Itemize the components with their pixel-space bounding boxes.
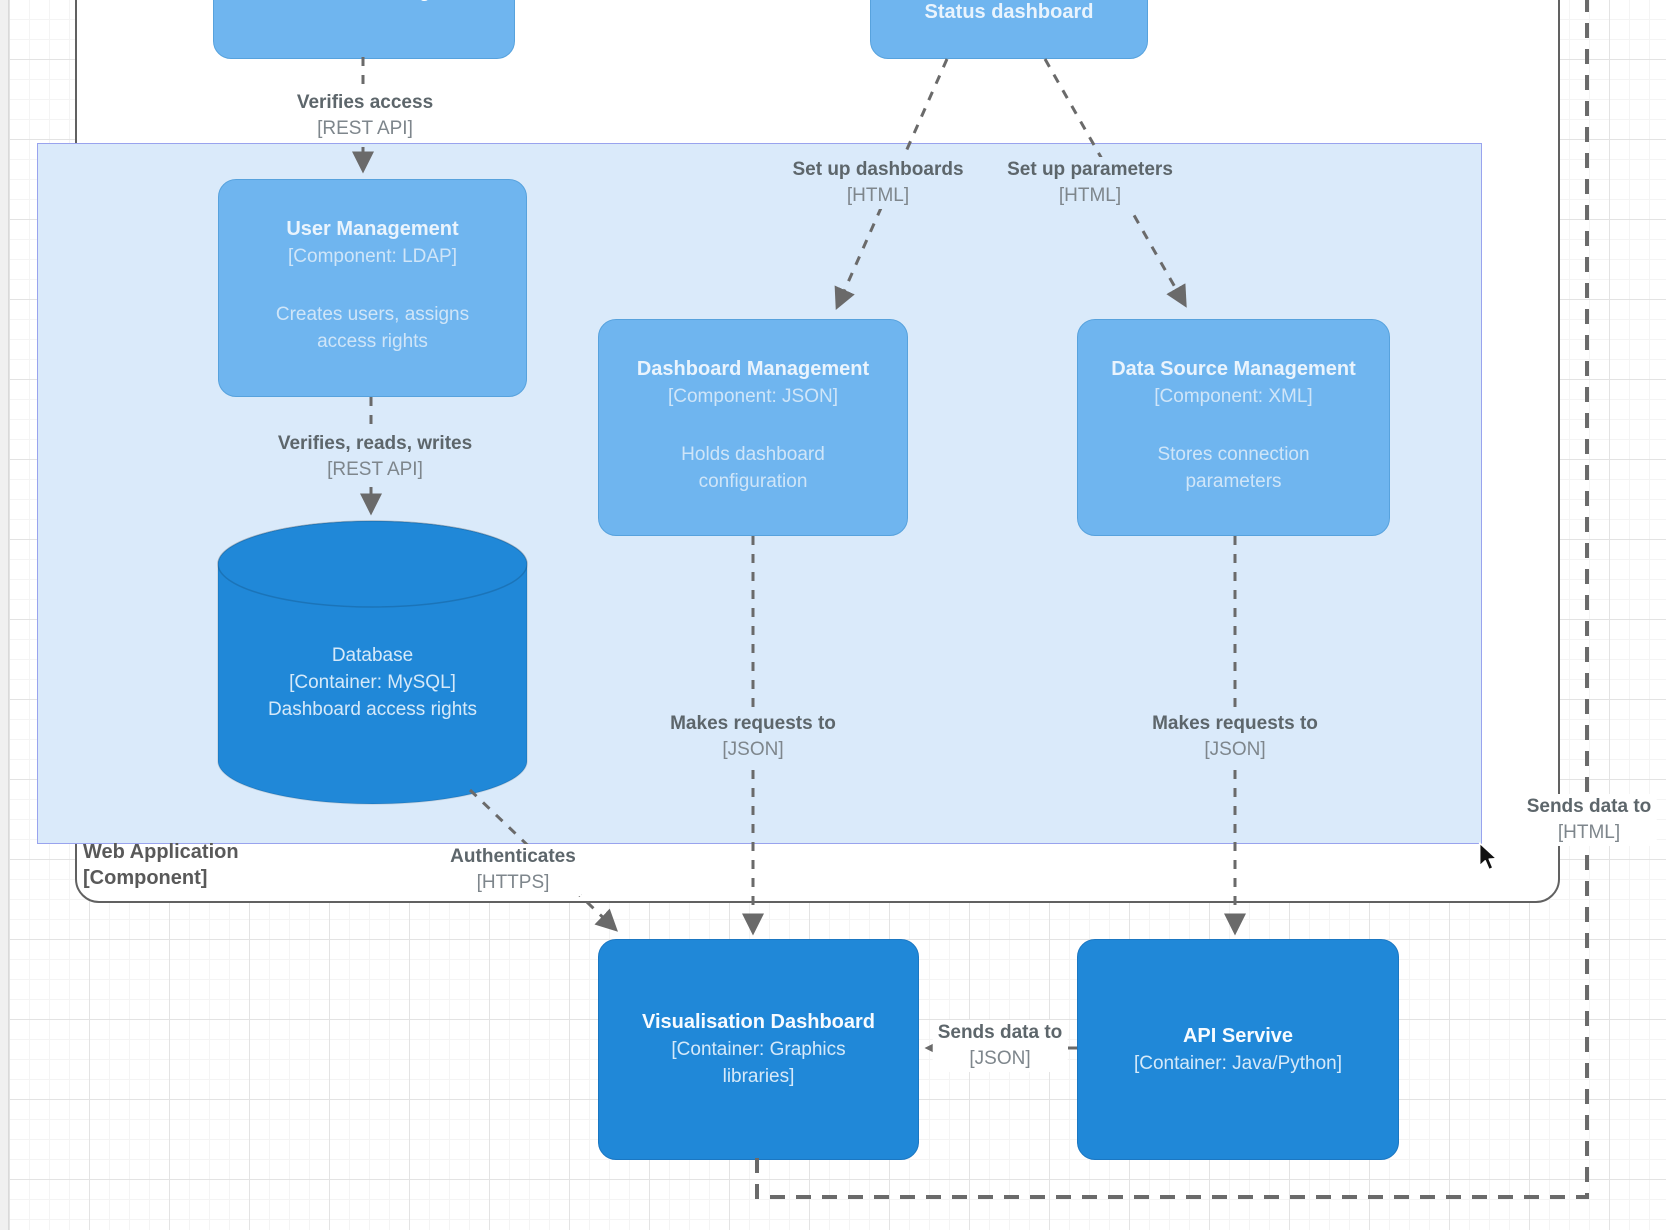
node-title: Visualisation Dashboard [641, 1011, 876, 1033]
node-dashboard-management[interactable]: Dashboard Management [Component: JSON] H… [598, 319, 908, 536]
node-description: Holds dashboard configuration [681, 444, 825, 492]
container-name: Web Application [83, 841, 239, 863]
node-subtitle: [Container: Java/Python] [1133, 1052, 1343, 1074]
node-subtitle: [Container: Graphics libraries] [671, 1039, 846, 1087]
edge-label-set-up-dashboards[interactable]: Set up dashboards [HTML] [787, 157, 969, 209]
node-subtitle: [Container: MySQL] [289, 672, 456, 693]
node-title: User Management [286, 218, 459, 240]
node-description: Creates users, assigns access rights [275, 304, 470, 352]
node-title: API Servive [1182, 1024, 1294, 1047]
web-application-label: Web Application [Component] [83, 839, 239, 891]
edge-label-makes-requests-left[interactable]: Makes requests to [JSON] [665, 711, 841, 763]
node-user-management[interactable]: User Management [Component: LDAP] Create… [218, 179, 527, 397]
container-type: [Component] [83, 867, 208, 889]
clipped-text-fragment: g [419, 0, 430, 5]
edge-label-verifies-access[interactable]: Verifies access [REST API] [291, 90, 439, 142]
node-subtitle: [Component: XML] [1154, 386, 1313, 407]
node-description: Stores connection parameters [1157, 444, 1310, 492]
node-description: Dashboard access rights [267, 699, 478, 720]
edge-label-set-up-parameters[interactable]: Set up parameters [HTML] [1002, 157, 1178, 209]
mouse-cursor-icon [1478, 842, 1498, 871]
node-status-dashboard[interactable]: Status dashboard [870, 0, 1148, 59]
node-api-service[interactable]: API Servive [Container: Java/Python] [1077, 939, 1399, 1160]
edge-label-authenticates[interactable]: Authenticates [HTTPS] [445, 844, 581, 896]
edge-label-makes-requests-right[interactable]: Makes requests to [JSON] [1147, 711, 1323, 763]
edge-label-sends-data-html[interactable]: Sends data to [HTML] [1521, 794, 1657, 846]
node-title: Data Source Management [1111, 358, 1356, 380]
edge-label-verifies-reads-writes[interactable]: Verifies, reads, writes [REST API] [272, 431, 478, 483]
edge-label-sends-data-json[interactable]: Sends data to [JSON] [932, 1020, 1068, 1072]
node-title: Status dashboard [924, 1, 1094, 23]
node-subtitle: [Component: JSON] [667, 386, 839, 407]
node-visualisation-dashboard[interactable]: Visualisation Dashboard [Container: Grap… [598, 939, 919, 1160]
node-title: Database [331, 645, 414, 666]
node-database-cylinder[interactable]: Database [Container: MySQL] Dashboard ac… [217, 520, 528, 805]
node-data-source-management[interactable]: Data Source Management [Component: XML] … [1077, 319, 1390, 536]
node-subtitle: [Component: LDAP] [288, 246, 457, 267]
page-margin [0, 0, 9, 1230]
node-cut-top-left[interactable]: g [213, 0, 515, 59]
cylinder-shape-icon [217, 520, 528, 805]
node-title: Dashboard Management [636, 358, 870, 380]
